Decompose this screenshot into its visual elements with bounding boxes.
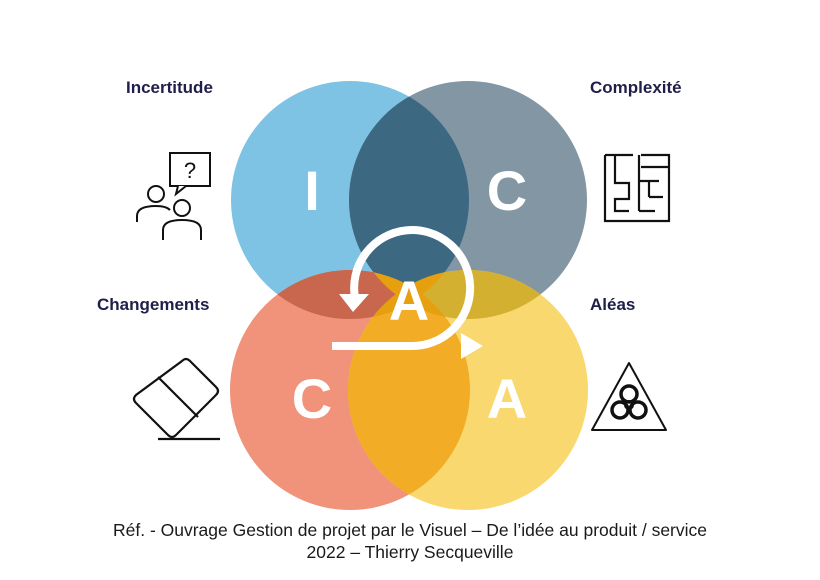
biohazard-icon — [591, 362, 667, 431]
letter-i: I — [304, 159, 320, 222]
letter-a-bottom: A — [487, 367, 527, 430]
footer-author: 2022 – Thierry Secqueville — [306, 542, 514, 562]
maze-icon — [603, 153, 671, 223]
svg-text:?: ? — [184, 158, 196, 183]
label-incertitude: Incertitude — [126, 78, 213, 97]
eraser-icon — [132, 357, 220, 441]
overlap-bottom — [348, 270, 470, 510]
letter-c-bottom: C — [292, 367, 332, 430]
loop-arrow-icon — [332, 226, 483, 359]
people-question-icon: ? — [136, 152, 211, 240]
letter-c-top: C — [487, 159, 527, 222]
label-complexite: Complexité — [590, 78, 682, 97]
letter-a-center: A — [389, 269, 429, 332]
overlap-top — [349, 81, 469, 319]
label-aleas: Aléas — [590, 295, 636, 314]
footer-reference: Réf. - Ouvrage Gestion de projet par le … — [112, 520, 708, 540]
label-changements: Changements — [97, 295, 210, 314]
